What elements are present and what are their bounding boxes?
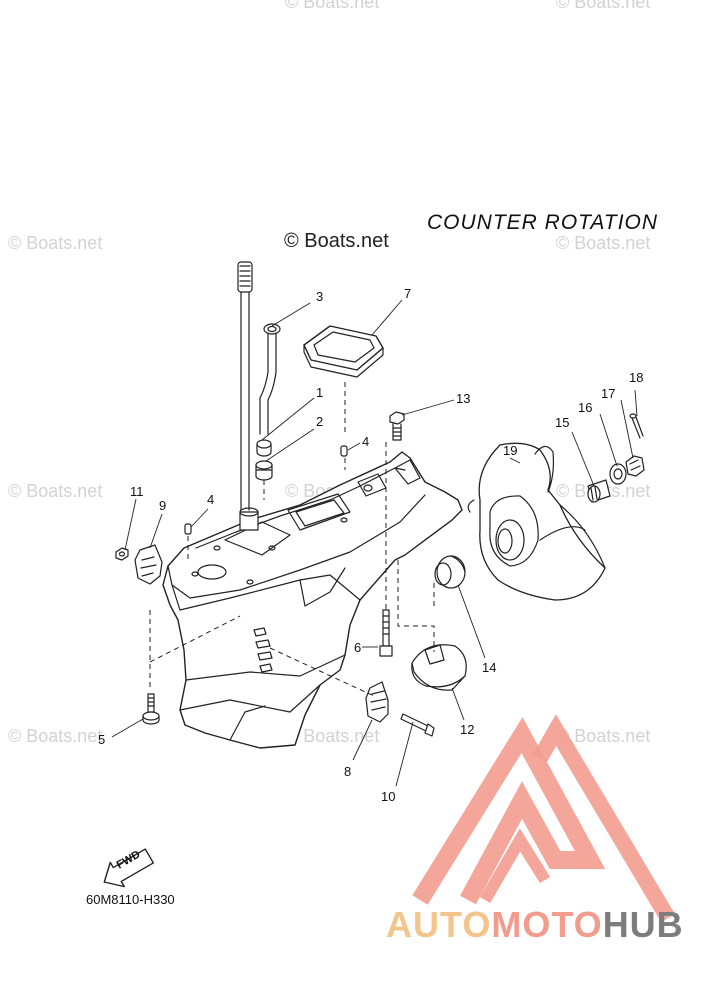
callout-14: 14 [482, 660, 497, 675]
brand-part-hub: HUB [602, 904, 684, 945]
callout-4: 4 [207, 492, 215, 507]
water-tube [259, 323, 281, 435]
watermark: © Boats.net [556, 726, 651, 746]
watermark: © Boats.net [8, 233, 103, 253]
brand-part-auto: AUTO [386, 904, 492, 945]
propeller-nut [625, 455, 645, 477]
callout-11: 11 [130, 484, 144, 499]
callout-16: 16 [578, 400, 593, 415]
drive-shaft [237, 261, 253, 511]
callout-3: 3 [316, 289, 324, 304]
cotter-pin [629, 413, 644, 439]
callout-8: 8 [344, 764, 352, 779]
watermark: © Boats.net [556, 0, 651, 12]
brand-wordmark: AUTOMOTOHUB [386, 904, 684, 946]
grommet [256, 439, 272, 457]
bolt [389, 411, 405, 441]
trim-tab [365, 681, 389, 723]
seal [255, 460, 273, 481]
callout-15: 15 [555, 415, 570, 430]
watermark: © Boats.net [556, 233, 651, 253]
propeller [467, 442, 606, 601]
brand-part-moto: MOTO [491, 904, 603, 945]
callout-4: 4 [362, 434, 370, 449]
callout-9: 9 [159, 498, 167, 513]
callout-13: 13 [456, 391, 471, 406]
dowel-pin [184, 523, 192, 535]
gasket [303, 325, 384, 378]
assembly-guides [149, 382, 435, 697]
watermark: © Boats.net [285, 0, 380, 12]
diagram-code: 60M8110-H330 [86, 892, 175, 907]
lower-case-housing [162, 451, 463, 749]
callout-18: 18 [629, 370, 644, 385]
diagram-title: COUNTER ROTATION [427, 211, 659, 234]
leader-lines [111, 299, 638, 787]
anode [411, 644, 467, 691]
fwd-arrow-icon [103, 848, 155, 888]
washer [609, 463, 627, 485]
bolt [142, 693, 160, 725]
copyright-label: © Boats.net [284, 230, 389, 252]
callout-10: 10 [381, 789, 396, 804]
callout-5: 5 [98, 732, 106, 747]
rubber-seal [434, 555, 466, 589]
callout-17: 17 [601, 386, 616, 401]
brand-logo-icon [412, 714, 675, 923]
spacer [587, 479, 611, 503]
callout-1: 1 [316, 385, 324, 400]
trim-tab-cover [134, 544, 163, 585]
callout-19: 19 [503, 443, 518, 458]
callout-7: 7 [404, 286, 412, 301]
watermark: © Boats.net [8, 726, 103, 746]
bolt [400, 713, 435, 737]
bolt [379, 609, 393, 657]
nut [115, 547, 129, 561]
dowel-pin [340, 445, 348, 457]
watermark: © Boats.net [285, 726, 380, 746]
callout-2: 2 [316, 414, 324, 429]
callout-6: 6 [354, 640, 362, 655]
watermark: © Boats.net [8, 481, 103, 501]
callout-12: 12 [460, 722, 475, 737]
